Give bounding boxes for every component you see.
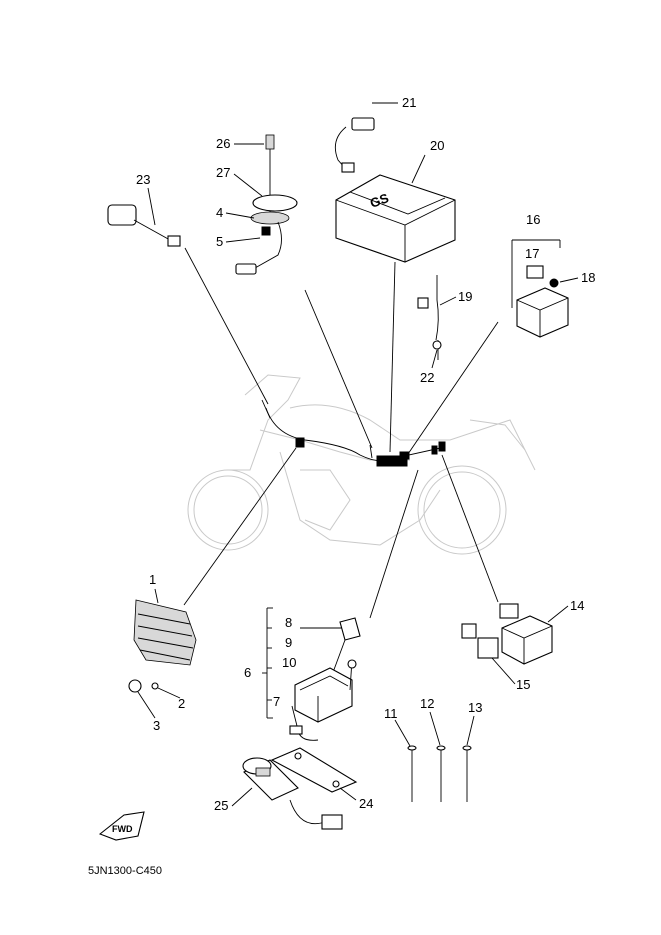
part-15-relay: [461, 623, 499, 659]
part-24-plate: [270, 747, 358, 793]
wire-harness: [261, 399, 446, 467]
callout-15: 15: [516, 677, 530, 692]
callout-8: 8: [285, 615, 292, 630]
callout-24: 24: [359, 796, 373, 811]
callout-16: 16: [526, 212, 540, 227]
leader-lines: [183, 247, 499, 619]
callout-labels: 21 20 26 27 4 5 23 16 17 18 19 22 1 2 3 …: [136, 95, 595, 813]
part-25-capacitor: [242, 757, 343, 830]
callout-27: 27: [216, 165, 230, 180]
fwd-arrow-icon: FWD: [98, 811, 145, 841]
part-14-relay: [499, 603, 553, 665]
callout-14: 14: [570, 598, 584, 613]
part-1-rectifier: [128, 599, 197, 693]
part-21-connector: [334, 117, 375, 173]
callout-12: 12: [420, 696, 434, 711]
callout-20: 20: [430, 138, 444, 153]
callout-5: 5: [216, 234, 223, 249]
diagram-code: 5JN1300-C450: [88, 865, 162, 877]
callout-19: 19: [458, 289, 472, 304]
callout-13: 13: [468, 700, 482, 715]
part-19-lead: [417, 275, 442, 350]
callout-10: 10: [282, 655, 296, 670]
callout-17: 17: [525, 246, 539, 261]
callout-22: 22: [420, 370, 434, 385]
callout-1: 1: [149, 572, 156, 587]
callout-3: 3: [153, 718, 160, 733]
part-12-bolt: [436, 745, 446, 802]
part-20-ecu: GS: [335, 174, 456, 263]
callout-21: 21: [402, 95, 416, 110]
part-23-sensor: [107, 204, 181, 247]
callout-7: 7: [273, 694, 280, 709]
callout-9: 9: [285, 635, 292, 650]
callout-4: 4: [216, 205, 223, 220]
callout-2: 2: [178, 696, 185, 711]
callout-26: 26: [216, 136, 230, 151]
part-6-bracket: [262, 607, 345, 719]
fwd-label: FWD: [112, 824, 133, 834]
callout-25: 25: [214, 798, 228, 813]
callout-23: 23: [136, 172, 150, 187]
part-13-bolt: [462, 745, 472, 802]
callout-11: 11: [384, 706, 398, 721]
callout-18: 18: [581, 270, 595, 285]
part-26-sensor: [235, 134, 298, 275]
part-7-wire: [289, 705, 319, 741]
svg-text:GS: GS: [368, 190, 391, 211]
part-16-relay: [511, 239, 569, 338]
callout-6: 6: [244, 665, 251, 680]
part-11-bolt: [407, 745, 417, 802]
part-8-fuse-box: [294, 617, 361, 723]
